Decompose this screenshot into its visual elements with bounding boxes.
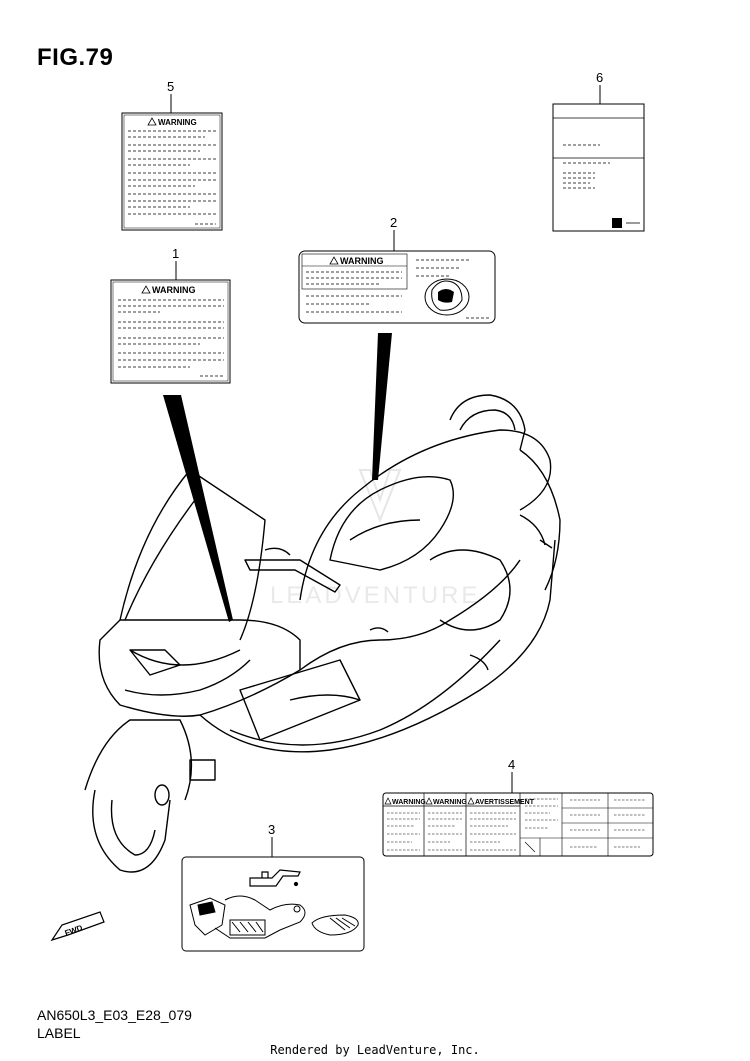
label-3-oil-level[interactable]: 3 (181, 822, 365, 952)
oil-can-icon (249, 869, 301, 887)
label-4-multilingual[interactable]: 4 WARNING WARNING AVERTISSEMENT (382, 757, 654, 857)
callout-3: 3 (268, 822, 275, 837)
fwd-arrow-icon: FWD (50, 911, 105, 942)
label-6-owners-manual[interactable]: 6 (552, 70, 645, 232)
label-1-heading: WARNING (152, 285, 196, 295)
callout-4: 4 (508, 757, 515, 772)
figure-model-code: AN650L3_E03_E28_079 (37, 1007, 192, 1023)
label-4-warning-1: WARNING (392, 799, 426, 806)
watermark-text: LEADVENTURE (270, 582, 480, 609)
warning-triangle-icon (147, 117, 157, 126)
callout-5: 5 (167, 79, 174, 94)
label-4-warning-2: WARNING (433, 799, 467, 806)
callout-1: 1 (172, 246, 179, 261)
warning-triangle-icon (384, 797, 475, 805)
label-2-warning[interactable]: 2 WARNING (298, 215, 496, 324)
label-4-avertissement: AVERTISSEMENT (475, 799, 535, 806)
warning-triangle-icon (141, 285, 151, 294)
dipstick-icon (311, 914, 359, 936)
credit-line: Rendered by LeadVenture, Inc. (270, 1043, 480, 1057)
callout-6: 6 (596, 70, 603, 85)
callout-2: 2 (390, 215, 397, 230)
warning-triangle-icon (329, 256, 339, 265)
engine-icon (189, 895, 306, 939)
pointer-label-2 (372, 333, 392, 480)
scooter-illustration (84, 394, 561, 873)
label-2-heading: WARNING (340, 256, 384, 266)
pointer-label-1 (163, 395, 233, 622)
label-5-warning[interactable]: 5 WARNING (121, 79, 223, 231)
label-1-warning[interactable]: 1 WARNING (110, 246, 231, 384)
leadventure-watermark: LEADVENTURE (270, 469, 480, 609)
label-5-heading: WARNING (158, 118, 197, 127)
figure-section-name: LABEL (37, 1025, 81, 1041)
helmet-icon (424, 278, 470, 316)
figure-title: FIG.79 (37, 44, 114, 71)
